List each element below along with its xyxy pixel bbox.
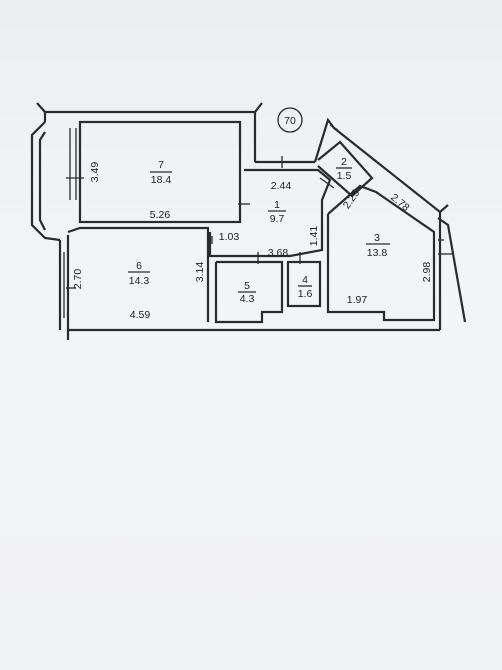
dimension-2-98: 2.98 [421,262,433,283]
room-1-area: 9.7 [270,213,285,225]
room-1-number: 1 [274,199,280,211]
room-4-number: 4 [302,274,308,286]
dimension-3-68: 3.68 [268,247,289,259]
room-2-number: 2 [341,156,347,168]
dimension-1-97: 1.97 [347,294,368,306]
windows [59,124,444,318]
room-2-area: 1.5 [337,170,352,182]
room-1-outline [208,168,332,258]
room-6-area: 14.3 [129,275,150,287]
dimension-1-41: 1.41 [308,226,320,247]
room-3-number: 3 [374,232,380,244]
room-5-outline [214,260,284,324]
apartment-number-circle [277,107,303,133]
room-labels: 7 18.4 1 9.7 2 1.5 3 13.8 6 14.3 5 4.3 4… [128,156,390,305]
room-7-outline [78,120,242,224]
room-7-area: 18.4 [151,174,172,186]
apartment-number: 70 [284,115,296,127]
dimension-4-59: 4.59 [130,309,151,321]
dimension-2-70: 2.70 [72,269,84,290]
dimension-2-78: 2.78 [388,192,411,214]
room-7-number: 7 [158,159,164,171]
room-3-area: 13.8 [367,247,388,259]
room-4-outline [286,260,322,308]
dimension-2-44: 2.44 [271,180,292,192]
room-5-area: 4.3 [240,293,255,305]
room-6-number: 6 [136,260,142,272]
dimension-5-26: 5.26 [150,209,171,221]
dimension-3-14: 3.14 [194,262,206,283]
room-5-number: 5 [244,280,250,292]
dimension-3-49: 3.49 [89,162,101,183]
dimension-1-03: 1.03 [219,231,240,243]
door-ticks [66,156,452,289]
room-2-outline [317,140,374,198]
room-3-outline [326,184,436,322]
room-6-outline [67,226,210,322]
room-4-area: 1.6 [298,288,313,300]
